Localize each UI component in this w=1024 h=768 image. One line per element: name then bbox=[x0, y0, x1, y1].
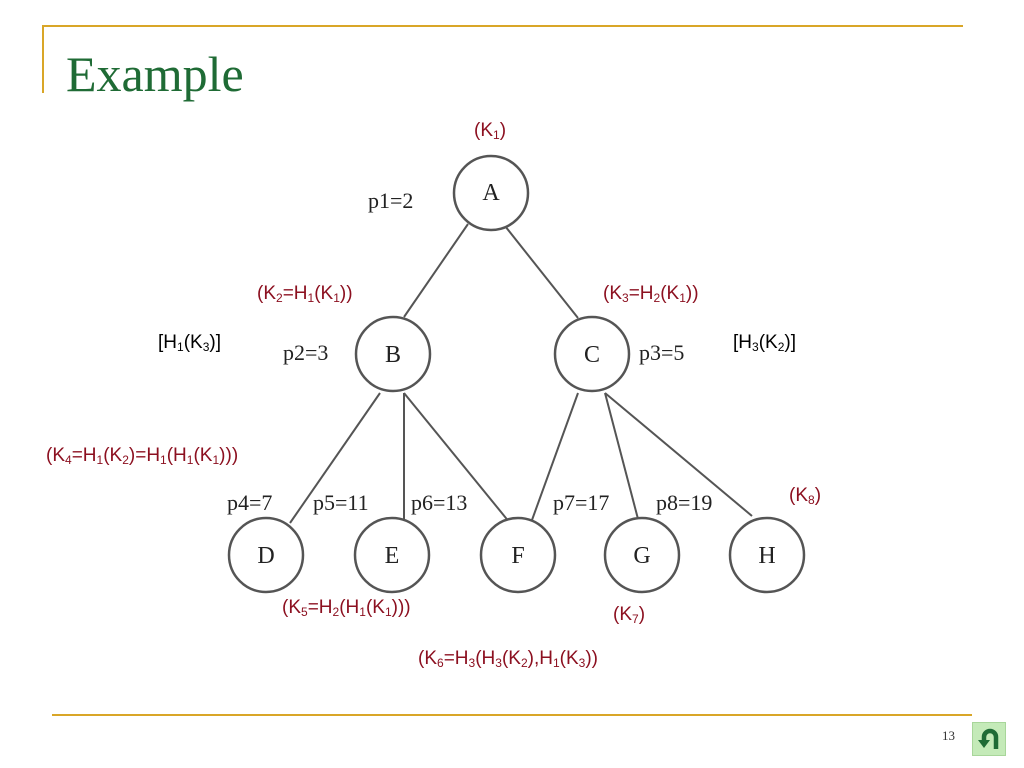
node-d-circle bbox=[227, 516, 305, 594]
edge-label-p6: p6=13 bbox=[411, 490, 467, 515]
annotation-h3-k2: [H3(K2)] bbox=[733, 332, 796, 354]
annotation-k7: (K7) bbox=[613, 604, 646, 626]
edge-b-f bbox=[403, 392, 511, 524]
node-g-circle bbox=[603, 516, 681, 594]
node-c-circle bbox=[553, 315, 631, 393]
edge-a-c bbox=[504, 225, 579, 319]
annotation-k4: (K4=H1(K2)=H1(H1(K1))) bbox=[46, 445, 239, 467]
node-e-circle bbox=[353, 516, 431, 594]
annotation-h1-k3: [H1(K3)] bbox=[158, 332, 221, 354]
edge-c-f bbox=[531, 392, 579, 521]
node-g-label: G bbox=[633, 543, 650, 569]
edge-label-p5: p5=11 bbox=[313, 490, 369, 515]
edge-c-g bbox=[604, 392, 639, 520]
edge-label-p4: p4=7 bbox=[227, 490, 272, 515]
edge-label-p3: p3=5 bbox=[639, 340, 684, 365]
node-h-label: H bbox=[758, 543, 775, 569]
annotation-k1: (K1) bbox=[474, 120, 507, 142]
node-f-label: F bbox=[511, 543, 524, 569]
accent-line-left bbox=[42, 25, 44, 93]
node-a-label: A bbox=[482, 180, 500, 206]
node-c-label: C bbox=[584, 342, 600, 368]
edge-c-h bbox=[604, 392, 753, 517]
annotation-k5: (K5=H2(H1(K1))) bbox=[282, 597, 411, 619]
node-d-label: D bbox=[257, 543, 274, 569]
edge-label-p8: p8=19 bbox=[656, 490, 712, 515]
accent-line-top bbox=[42, 25, 963, 27]
edge-b-d bbox=[289, 392, 381, 524]
node-a-circle bbox=[452, 154, 530, 232]
edge-a-b bbox=[403, 223, 469, 318]
edge-label-p1: p1=2 bbox=[368, 188, 413, 213]
edge-label-p7: p7=17 bbox=[553, 490, 609, 515]
return-arrow-icon bbox=[978, 728, 999, 749]
node-b-circle bbox=[354, 315, 432, 393]
return-button[interactable] bbox=[972, 722, 1006, 756]
annotation-k3: (K3=H2(K1)) bbox=[603, 283, 699, 305]
node-b-label: B bbox=[385, 342, 401, 368]
annotation-k2: (K2=H1(K1)) bbox=[257, 283, 353, 305]
annotation-k8: (K8) bbox=[789, 485, 822, 507]
node-h-circle bbox=[728, 516, 806, 594]
edge-label-p2: p2=3 bbox=[283, 340, 328, 365]
annotation-k6: (K6=H3(H3(K2),H1(K3)) bbox=[418, 648, 598, 670]
node-e-label: E bbox=[385, 543, 400, 569]
accent-line-bottom bbox=[52, 714, 972, 716]
page-number: 13 bbox=[942, 728, 955, 743]
slide-title: Example bbox=[66, 46, 244, 102]
node-f-circle bbox=[479, 516, 557, 594]
